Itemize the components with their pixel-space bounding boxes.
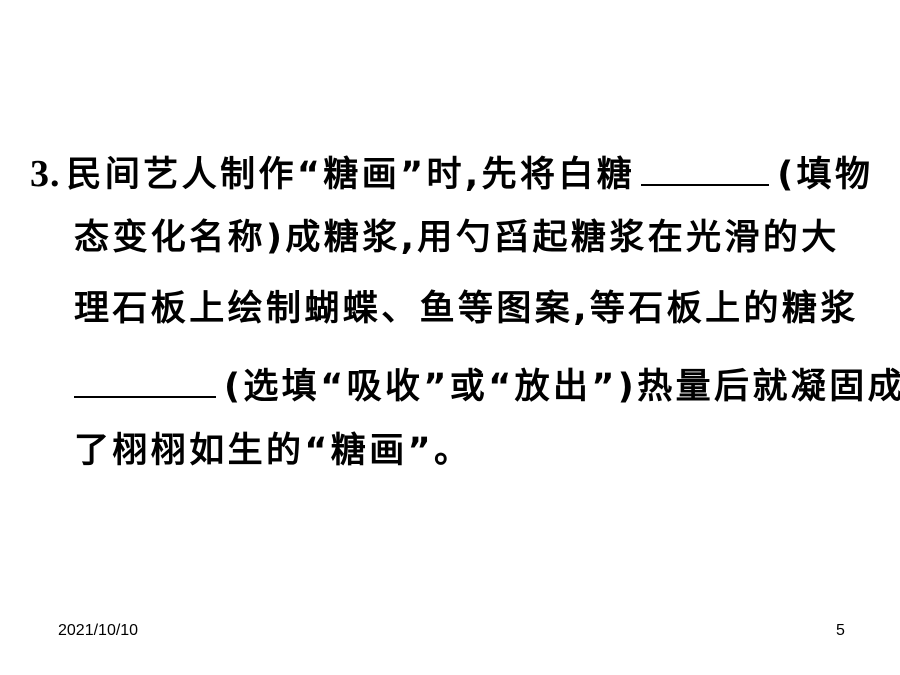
question-text-line-1b: (填物 [777, 155, 874, 195]
question-line-3: 理石板上绘制蝴蝶、鱼等图案,等石板上的糖浆 [74, 287, 859, 331]
question-line-2: 态变化名称)成糖浆,用勺舀起糖浆在光滑的大 [74, 216, 840, 260]
question-number: 3. [30, 153, 61, 195]
answer-blank-2[interactable] [74, 358, 216, 398]
question-line-1: 3.民间艺人制作“糖画”时,先将白糖 (填物 [30, 146, 873, 195]
question-block: 3.民间艺人制作“糖画”时,先将白糖 (填物 态变化名称)成糖浆,用勺舀起糖浆在光… [30, 146, 900, 473]
question-line-5: 了栩栩如生的“糖画”。 [74, 429, 472, 473]
footer-date: 2021/10/10 [58, 622, 139, 639]
question-text-line-2: 态变化名称)成糖浆,用勺舀起糖浆在光滑的大 [74, 218, 840, 258]
question-text-line-4: (选填“吸收”或“放出”)热量后就凝固成 [224, 367, 900, 407]
answer-blank-1[interactable] [641, 146, 770, 186]
question-text-line-5: 了栩栩如生的“糖画”。 [74, 431, 473, 471]
footer-page-number: 5 [836, 622, 845, 639]
question-line-4: (选填“吸收”或“放出”)热量后就凝固成 [74, 358, 900, 407]
question-text-line-1a: 民间艺人制作“糖画”时,先将白糖 [66, 155, 636, 195]
question-text-line-3: 理石板上绘制蝴蝶、鱼等图案,等石板上的糖浆 [74, 289, 859, 329]
